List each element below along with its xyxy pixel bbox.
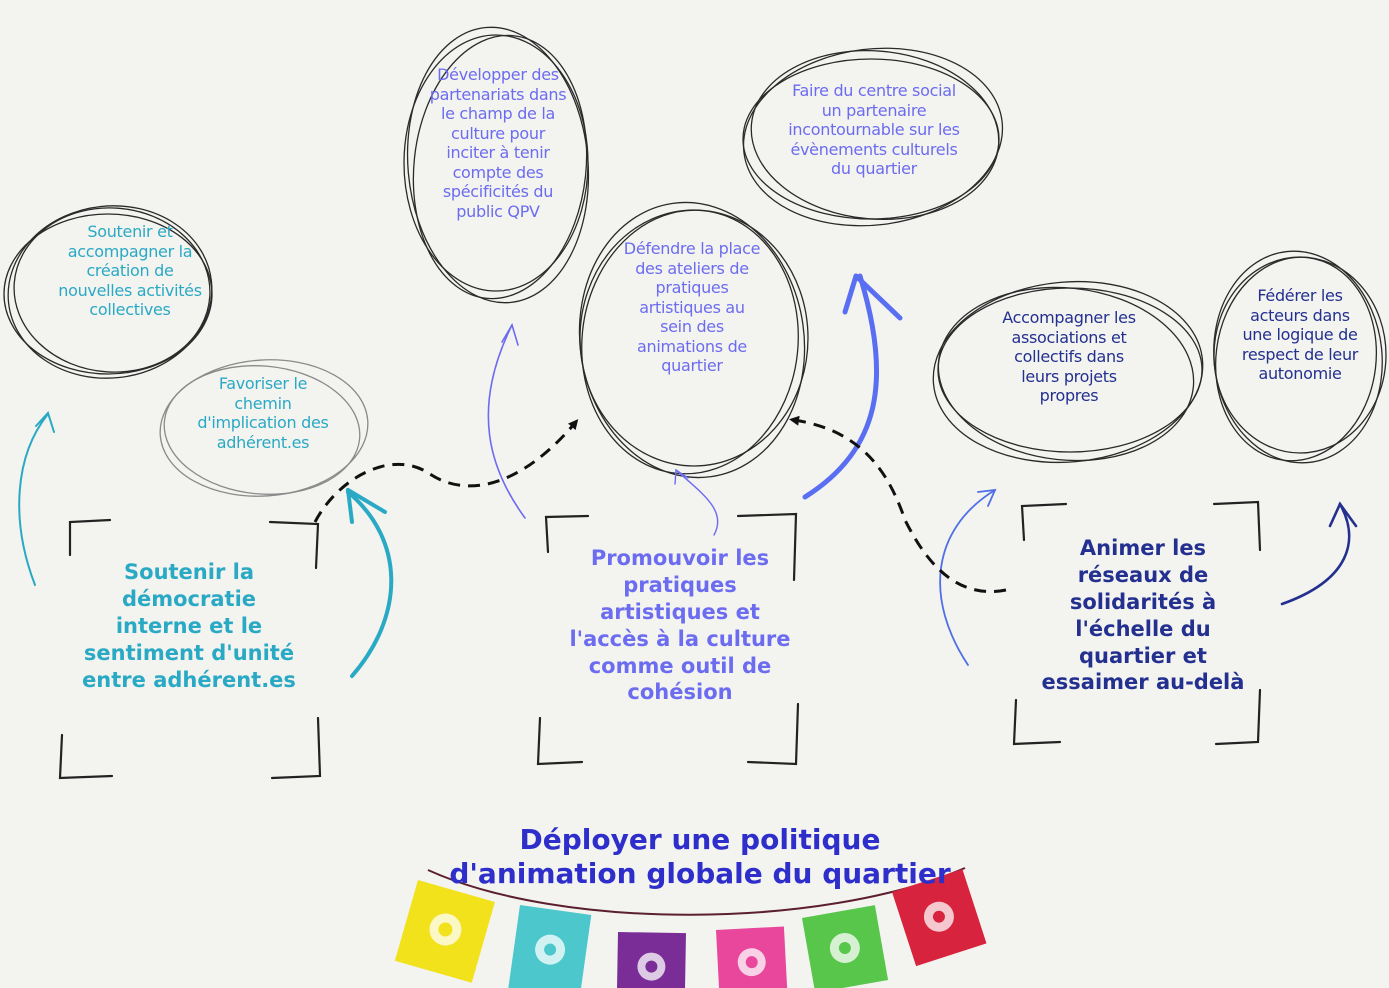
diagram-title: Déployer une politique d'animation globa…: [449, 823, 951, 890]
arrow-teal-middle: [346, 488, 394, 678]
objective-developper-partenariats: Développer des partenariats dans le cham…: [429, 65, 567, 221]
flag-purple: [616, 932, 686, 988]
ellipse-federer-acteurs: [1213, 250, 1387, 464]
arrow-navy-far-right: [1280, 501, 1358, 606]
objective-defendre-ateliers: Défendre la place des ateliers de pratiq…: [623, 239, 761, 376]
flag-teal: [508, 905, 592, 988]
arrow-blue-right: [939, 488, 997, 666]
flag-pink: [716, 926, 788, 988]
objective-federer-acteurs: Fédérer les acteurs dans une logique de …: [1241, 286, 1359, 384]
objective-accompagner-associations: Accompagner les associations et collecti…: [1002, 308, 1136, 406]
arrow-dashed-left: [313, 419, 579, 523]
ellipse-accompagner-associations: [932, 280, 1204, 464]
axis-label-reseaux-solidarites: Animer les réseaux de solidarités à l'éc…: [1041, 536, 1245, 695]
arrow-blue-thick: [802, 273, 903, 500]
ellipse-favoriser-chemin: [159, 359, 369, 497]
frame-axis-1: [58, 518, 322, 780]
flag-yellow: [394, 880, 495, 983]
frame-axis-3: [1012, 500, 1262, 746]
ellipse-faire-centre-social: [742, 47, 1004, 227]
arrow-purple-left: [487, 323, 526, 519]
axis-label-pratiques-artistiques: Promouvoir les pratiques artistiques et …: [569, 546, 791, 705]
ellipse-soutenir-activites: [3, 205, 213, 379]
objective-favoriser-chemin: Favoriser le chemin d'implication des ad…: [197, 374, 329, 452]
objective-soutenir-activites: Soutenir et accompagner la création de n…: [58, 222, 202, 320]
objective-faire-centre-social: Faire du centre social un partenaire inc…: [788, 81, 960, 179]
ellipse-developper-partenariats: [403, 26, 590, 304]
arrow-teal-left: [18, 411, 55, 586]
ellipse-defendre-ateliers: [578, 201, 809, 479]
frame-axis-2: [536, 512, 800, 766]
flag-green: [802, 905, 889, 988]
arrow-dashed-right: [789, 415, 1007, 593]
arrow-purple-center: [674, 468, 719, 536]
axis-label-democratie: Soutenir la démocratie interne et le sen…: [82, 560, 296, 692]
flag-red: [892, 869, 987, 967]
